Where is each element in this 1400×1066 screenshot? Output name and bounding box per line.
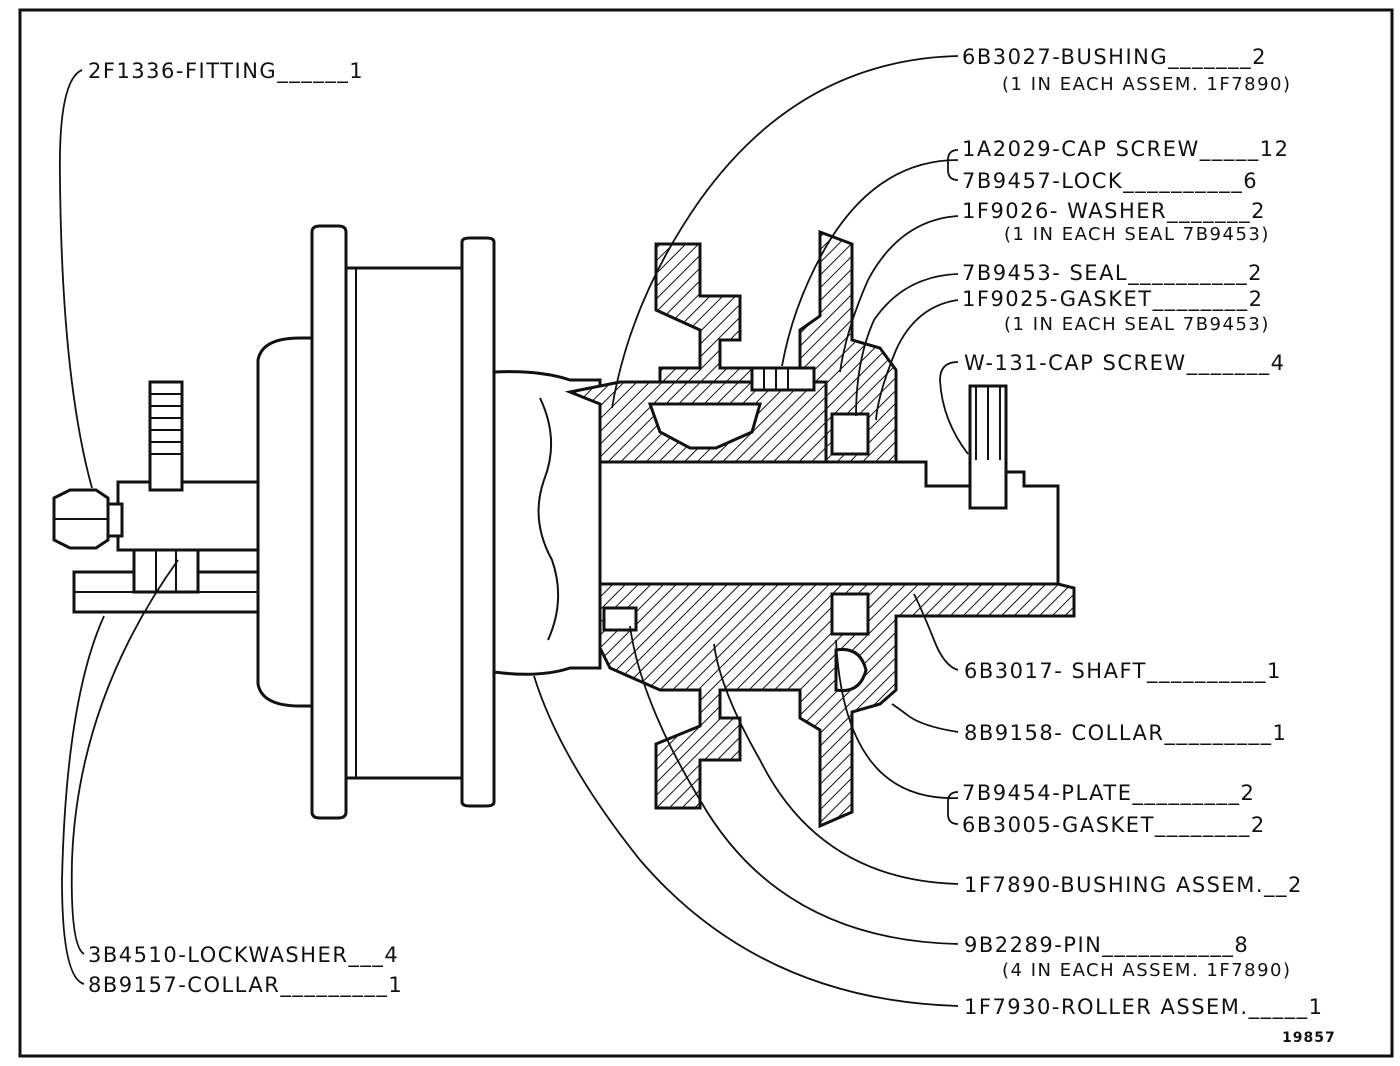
- label-lock-7b9457: 7B9457-LOCK__________6: [962, 169, 1258, 194]
- label-collar-8b9158: 8B9158- COLLAR_________1: [964, 721, 1287, 746]
- leader-cap-screw-1a2029: [781, 159, 959, 367]
- label-plate-7b9454: 7B9454-PLATE_________2: [962, 781, 1255, 806]
- roller-left-flange-shape: [310, 224, 348, 820]
- label-bushing-6b3027: 6B3027-BUSHING_______2: [962, 45, 1267, 70]
- roller-right-flange-shape: [460, 236, 496, 808]
- label-cap-screw-1a2029: 1A2029-CAP SCREW_____12: [962, 137, 1289, 162]
- leader-roller-assem-1f7930: [533, 675, 959, 1007]
- leader-gasket-1f9025: [875, 299, 959, 421]
- figure-number: 19857: [1282, 1030, 1336, 1046]
- roller-drum-shape: [344, 266, 472, 780]
- label-collar-8b9157: 8B9157-COLLAR_________1: [88, 973, 403, 998]
- note-bushing-6b3027: (1 IN EACH ASSEM. 1F7890): [1002, 74, 1292, 95]
- label-bushing-assem-1f7890: 1F7890-BUSHING ASSEM.__2: [964, 873, 1303, 898]
- cap-screw-1a2029-shape: [750, 366, 816, 392]
- label-shaft-6b3017: 6B3017- SHAFT__________1: [964, 659, 1282, 684]
- pin-9b2289-shape: [602, 606, 638, 632]
- label-roller-assem-1f7930: 1F7930-ROLLER ASSEM._____1: [964, 995, 1323, 1020]
- leader-lines: [58, 55, 969, 1007]
- label-seal-7b9453: 7B9453- SEAL__________2: [962, 261, 1263, 286]
- brace-plate-gasket: [947, 791, 959, 825]
- label-pin-9b2289: 9B2289-PIN___________8: [964, 933, 1249, 958]
- seal-7b9453-lower-shape: [830, 592, 870, 636]
- lower-housing-section: [598, 582, 1076, 829]
- leader-pin-9b2289: [629, 625, 959, 945]
- seal-7b9453-upper-shape: [830, 412, 870, 456]
- leader-seal-7b9453: [855, 273, 959, 417]
- label-gasket-1f9025: 1F9025-GASKET________2: [962, 287, 1263, 312]
- label-gasket-6b3005: 6B3005-GASKET________2: [962, 813, 1266, 838]
- plate-7b9454-shape: [834, 647, 868, 693]
- leader-collar-8b9158: [891, 703, 959, 733]
- label-fitting: 2F1336-FITTING______1: [88, 59, 364, 84]
- leader-collar-8b9157: [61, 615, 105, 985]
- label-cap-screw-w131: W-131-CAP SCREW_______4: [964, 351, 1286, 376]
- leader-plate-7b9454: [835, 639, 959, 799]
- leader-cap-screw-w131: [939, 361, 969, 455]
- roller-broken-section-shape: [492, 370, 602, 676]
- callout-labels: 2F1336-FITTING______1 3B4510-LOCKWASHER_…: [88, 45, 1336, 1046]
- leader-fitting: [58, 69, 93, 489]
- leader-washer-1f9026: [839, 215, 959, 373]
- label-washer-1f9026: 1F9026- WASHER_______2: [962, 199, 1266, 224]
- leader-bushing-6b3027: [611, 55, 959, 409]
- leader-bushing-assem-1f7890: [713, 643, 959, 885]
- note-gasket-1f9025: (1 IN EACH SEAL 7B9453): [1004, 314, 1270, 335]
- sheet-border: [18, 8, 1394, 1058]
- note-washer-1f9026: (1 IN EACH SEAL 7B9453): [1004, 224, 1270, 245]
- brace-cap-screw-lock: [947, 149, 959, 181]
- leader-shaft-6b3017: [913, 593, 959, 671]
- leader-lockwasher: [70, 559, 179, 955]
- left-end-assembly: [52, 224, 602, 820]
- left-stud-shape: [148, 380, 184, 492]
- note-pin-9b2289: (4 IN EACH ASSEM. 1F7890): [1002, 960, 1292, 981]
- lockwasher-nut-shape: [132, 548, 200, 594]
- right-end-assembly: [564, 229, 1076, 829]
- label-lockwasher: 3B4510-LOCKWASHER___4: [88, 943, 399, 968]
